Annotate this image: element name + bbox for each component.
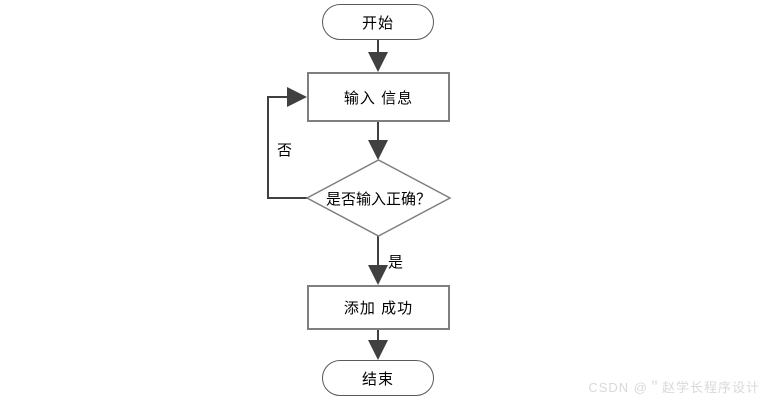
decision-diamond-shape [305,159,452,237]
node-decision: 是否输入正确？ [307,160,450,236]
node-add-success: 添加 成功 [307,285,450,330]
edge-decision-to-input-loop [267,87,307,199]
node-start: 开始 [322,4,434,40]
csdn-watermark: CSDN @＂赵学长程序设计 [588,380,760,395]
node-end-label: 结束 [361,370,394,388]
node-input-info: 输入 信息 [307,72,450,122]
node-add-success-label: 添加 成功 [343,300,414,317]
node-end: 结束 [322,360,434,396]
edge-label-yes: 是 [388,254,404,271]
node-input-info-label: 输入 信息 [343,89,414,107]
node-decision-label: 是否输入正确？ [325,190,431,208]
edge-label-no: 否 [277,142,293,159]
node-start-label: 开始 [361,14,394,32]
